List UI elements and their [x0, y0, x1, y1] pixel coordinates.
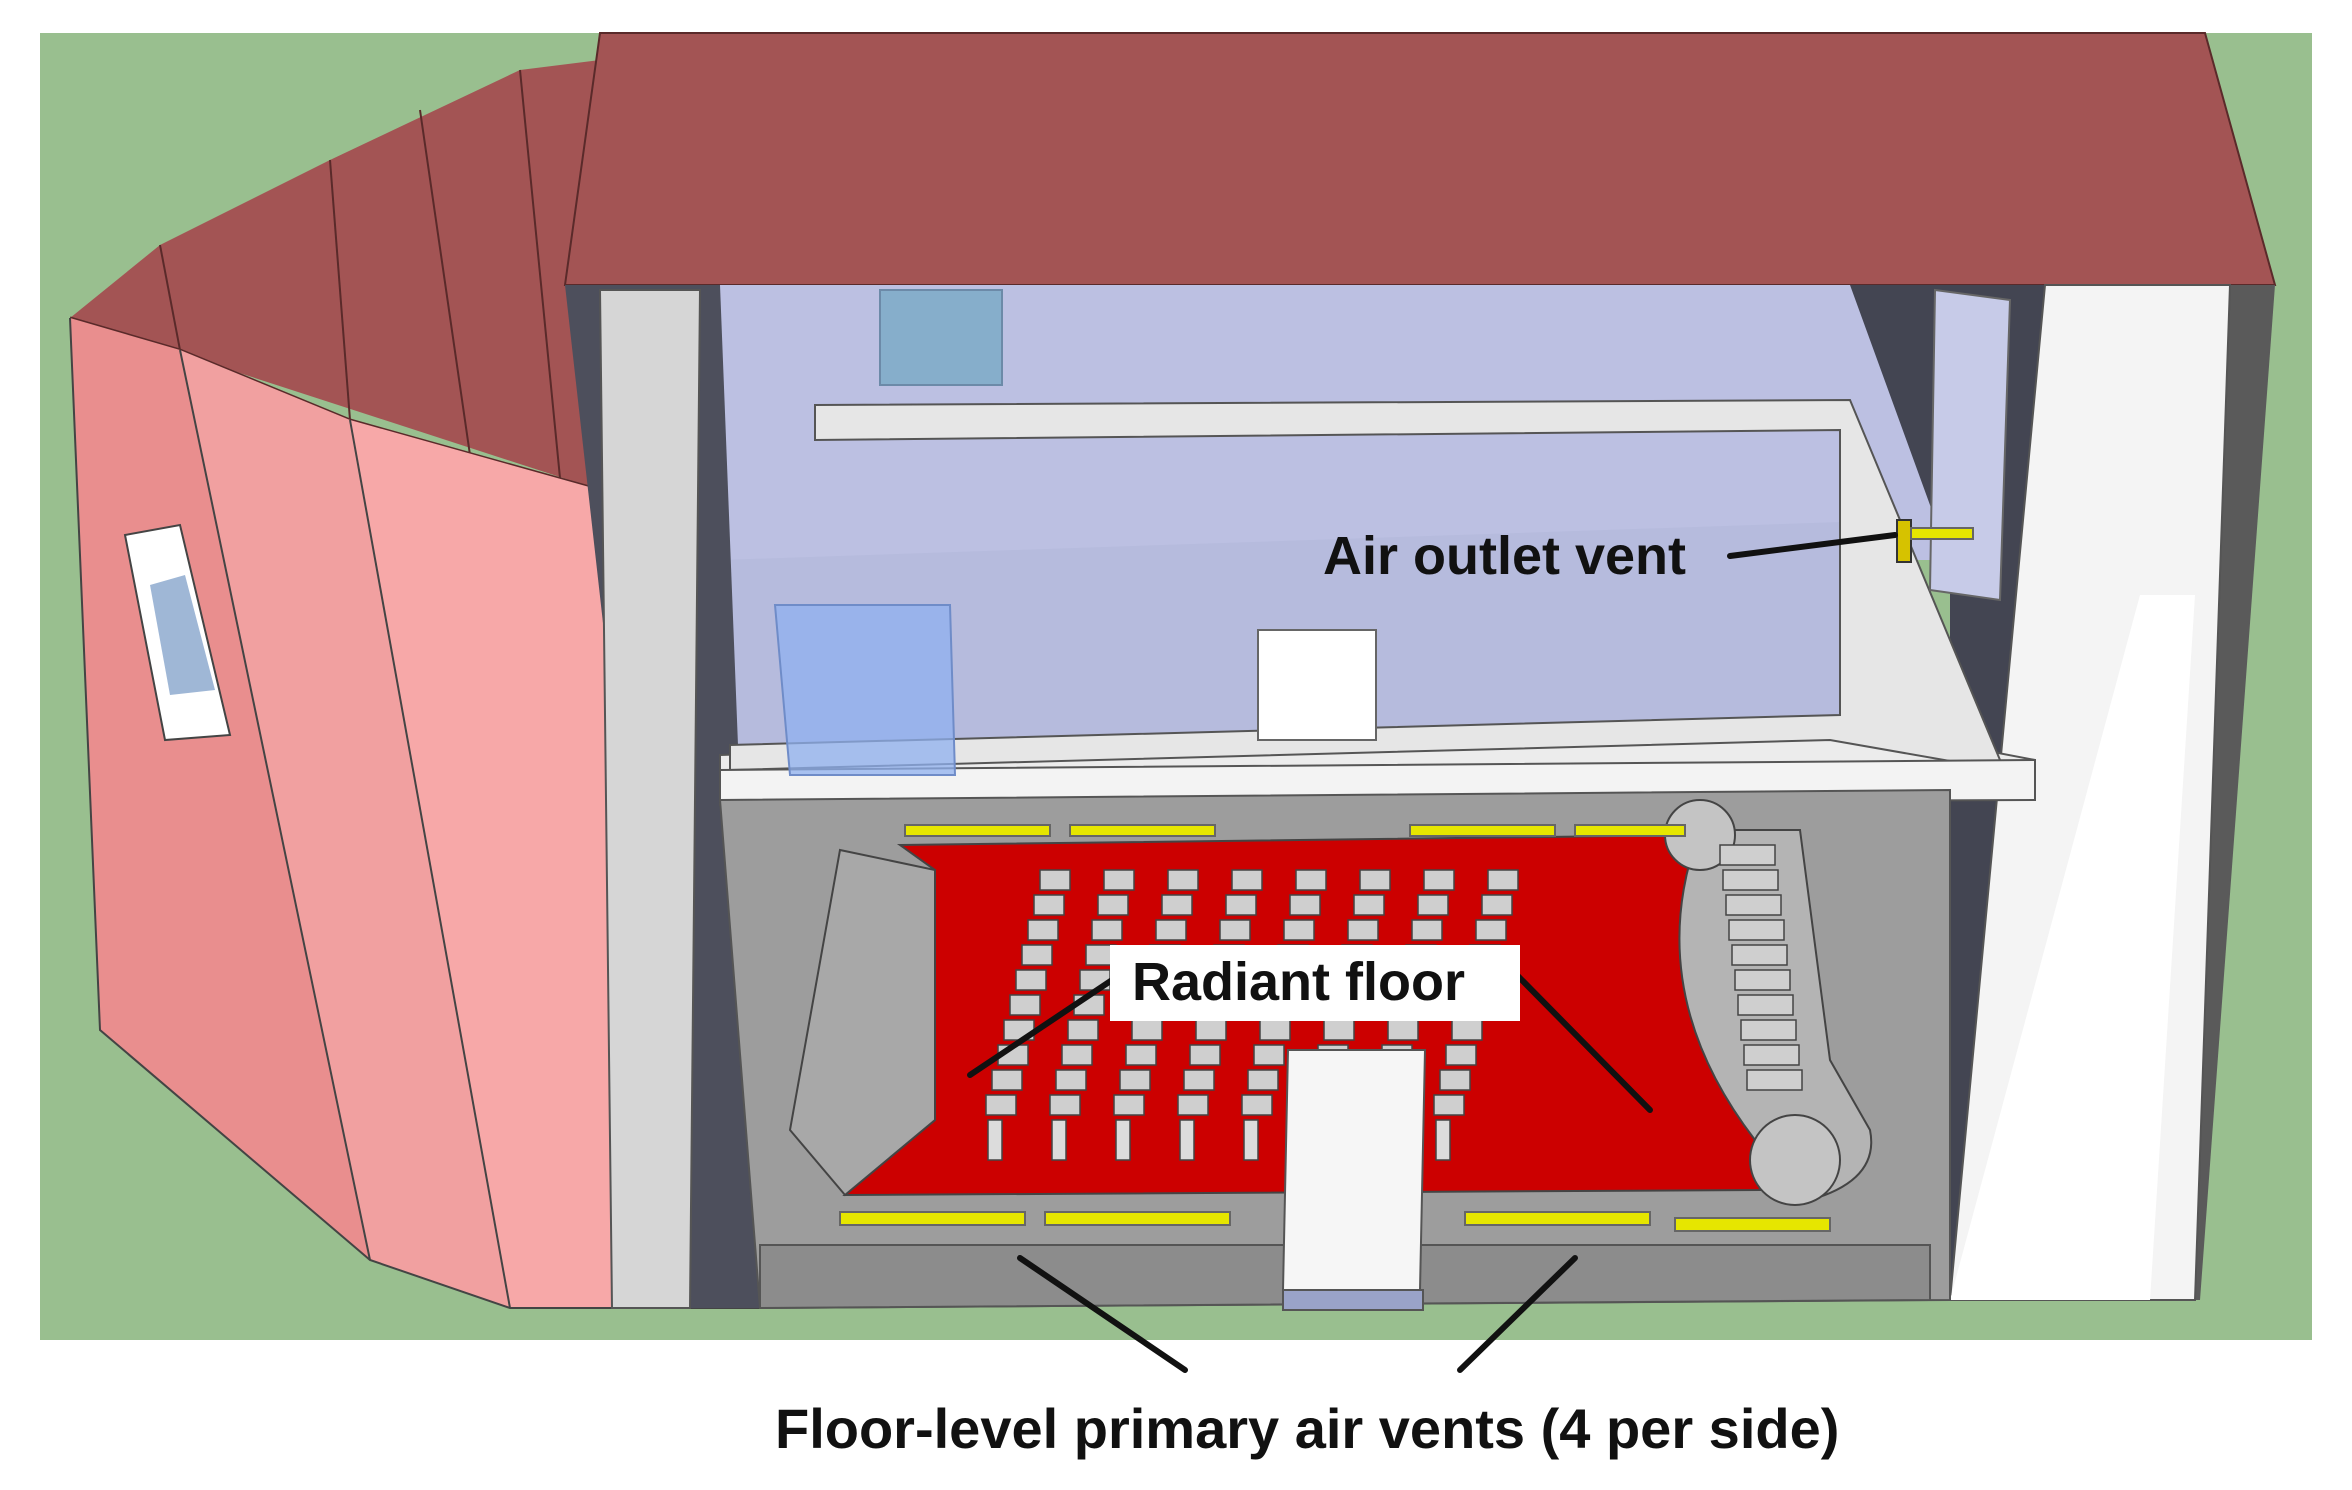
chair-icon: [1097, 894, 1129, 916]
chair-icon: [1049, 1094, 1081, 1116]
seat-row-end: [1115, 1119, 1131, 1161]
chair-icon: [1167, 869, 1199, 891]
chair-icon: [1740, 1019, 1797, 1041]
outlet-vent-slot: [1910, 527, 1974, 540]
chair-icon: [1387, 1019, 1419, 1041]
chair-icon: [1734, 969, 1791, 991]
chair-icon: [991, 1069, 1023, 1091]
chair-icon: [1451, 1019, 1483, 1041]
chair-icon: [1091, 919, 1123, 941]
chair-icon: [1719, 844, 1776, 866]
air-outlet-label: Air outlet vent: [1323, 526, 1686, 586]
chair-icon: [1253, 1044, 1285, 1066]
glass-panel: [773, 604, 957, 776]
chair-icon: [1411, 919, 1443, 941]
stage-wedge: [788, 848, 936, 1197]
leader-radiant-right: [1507, 965, 1653, 1113]
main-roof: [563, 32, 2277, 286]
seat-row-end: [1435, 1119, 1451, 1161]
chair-icon: [1445, 1044, 1477, 1066]
side-seating: [1719, 844, 1803, 1091]
chair-icon: [1743, 1044, 1800, 1066]
vent: [1069, 824, 1216, 837]
outlet-vent: [1896, 519, 1912, 563]
leader-vent-left: [1017, 1255, 1188, 1373]
chair-icon: [1439, 1069, 1471, 1091]
chair-icon: [1241, 1094, 1273, 1116]
chair-icon: [1731, 944, 1788, 966]
outlet-duct: [1928, 288, 2012, 602]
chair-icon: [1177, 1094, 1209, 1116]
chair-icon: [1103, 869, 1135, 891]
chair-icon: [1027, 919, 1059, 941]
vent: [1674, 1217, 1831, 1232]
seat-row-end: [1051, 1119, 1067, 1161]
chair-icon: [1033, 894, 1065, 916]
doorway-upper: [1257, 629, 1377, 741]
seat-row-end: [987, 1119, 1003, 1161]
vent: [839, 1211, 1026, 1226]
vent: [1574, 824, 1686, 837]
chair-icon: [1247, 1069, 1279, 1091]
seat-row-end: [1179, 1119, 1195, 1161]
chair-icon: [1125, 1044, 1157, 1066]
leader-radiant-left: [967, 965, 1133, 1078]
chair-icon: [1225, 894, 1257, 916]
chair-icon: [1728, 919, 1785, 941]
leader-air-outlet: [1727, 532, 1898, 559]
chair-icon: [1359, 869, 1391, 891]
chair-icon: [1061, 1044, 1093, 1066]
chair-icon: [1353, 894, 1385, 916]
chair-icon: [1746, 1069, 1803, 1091]
chair-icon: [1067, 1019, 1099, 1041]
chair-icon: [1289, 894, 1321, 916]
chair-icon: [1487, 869, 1519, 891]
chair-icon: [1113, 1094, 1145, 1116]
floor-vents-label: Floor-level primary air vents (4 per sid…: [775, 1397, 1839, 1460]
entrance-door: [1281, 1049, 1427, 1291]
vents-front-row: [839, 1211, 1831, 1232]
chair-icon: [1283, 919, 1315, 941]
chair-icon: [1055, 1069, 1087, 1091]
chair-icon: [1475, 919, 1507, 941]
chair-icon: [1195, 1019, 1227, 1041]
chair-icon: [1433, 1094, 1465, 1116]
vent: [1044, 1211, 1231, 1226]
annotation-leaders: [967, 532, 1898, 1373]
chair-icon: [1021, 944, 1053, 966]
radiant-label-box: [1110, 945, 1520, 1021]
vent: [904, 824, 1051, 837]
radiant-floor-label: Radiant floor: [1132, 952, 1465, 1012]
upper-window: [879, 289, 1003, 386]
chair-icon: [1481, 894, 1513, 916]
chair-icon: [1189, 1044, 1221, 1066]
seat-row-end: [1243, 1119, 1259, 1161]
chair-icon: [1219, 919, 1251, 941]
chair-icon: [1323, 1019, 1355, 1041]
chair-icon: [1725, 894, 1782, 916]
vents-back-row: [904, 824, 1686, 837]
chair-icon: [1737, 994, 1794, 1016]
chair-icon: [1039, 869, 1071, 891]
chair-icon: [1015, 969, 1047, 991]
vent: [1464, 1211, 1651, 1226]
chair-icon: [1009, 994, 1041, 1016]
chair-icon: [1347, 919, 1379, 941]
chair-icon: [1417, 894, 1449, 916]
chair-icon: [1259, 1019, 1291, 1041]
chair-icon: [1119, 1069, 1151, 1091]
chair-icon: [1423, 869, 1455, 891]
chair-icon: [1231, 869, 1263, 891]
chair-icon: [1183, 1069, 1215, 1091]
chair-icon: [1155, 919, 1187, 941]
chair-icon: [1295, 869, 1327, 891]
chair-icon: [1131, 1019, 1163, 1041]
vent: [1409, 824, 1556, 837]
chair-icon: [1161, 894, 1193, 916]
chair-icon: [1722, 869, 1779, 891]
front-pillar: [598, 289, 702, 1309]
chair-icon: [985, 1094, 1017, 1116]
leader-vent-right: [1457, 1255, 1578, 1373]
